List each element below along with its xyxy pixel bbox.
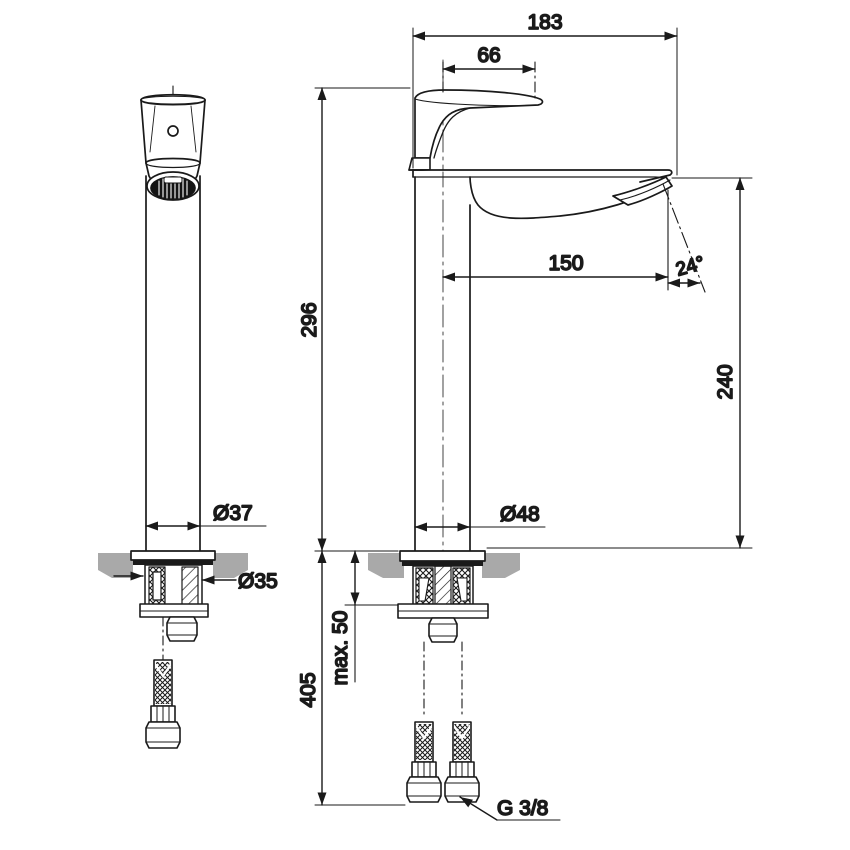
front-view-faucet — [130, 85, 216, 749]
dim-label-66: 66 — [477, 44, 500, 67]
front-flexible-hose — [145, 659, 181, 749]
dim-label-296: 296 — [298, 302, 321, 337]
dim-label-max-50: max. 50 — [329, 611, 352, 686]
front-base-flange — [130, 550, 216, 561]
countertop-front-view — [98, 553, 248, 578]
side-view-faucet — [397, 59, 673, 803]
dim-angle-24 — [662, 183, 706, 293]
countertop-side-view — [368, 553, 520, 578]
side-mounting-assembly — [397, 565, 489, 643]
dim-thread-g38 — [459, 796, 561, 821]
dim-label-183: 183 — [527, 11, 562, 34]
index-button-icon — [167, 125, 179, 137]
side-base-flange — [399, 550, 486, 562]
front-mounting-assembly — [139, 564, 209, 642]
side-flexible-hose-right — [444, 721, 480, 803]
side-flexible-hose-left — [406, 721, 442, 803]
dim-label-405: 405 — [297, 672, 320, 707]
dim-label-150: 150 — [548, 252, 583, 275]
dim-label-angle-24: 24° — [674, 253, 707, 281]
dim-label-diameter-35: Ø35 — [238, 570, 278, 593]
dim-label-thread-g38: G 3/8 — [497, 797, 548, 820]
dim-label-diameter-37: Ø37 — [213, 502, 253, 525]
dim-label-diameter-48: Ø48 — [500, 503, 540, 526]
dim-label-240: 240 — [714, 364, 737, 399]
